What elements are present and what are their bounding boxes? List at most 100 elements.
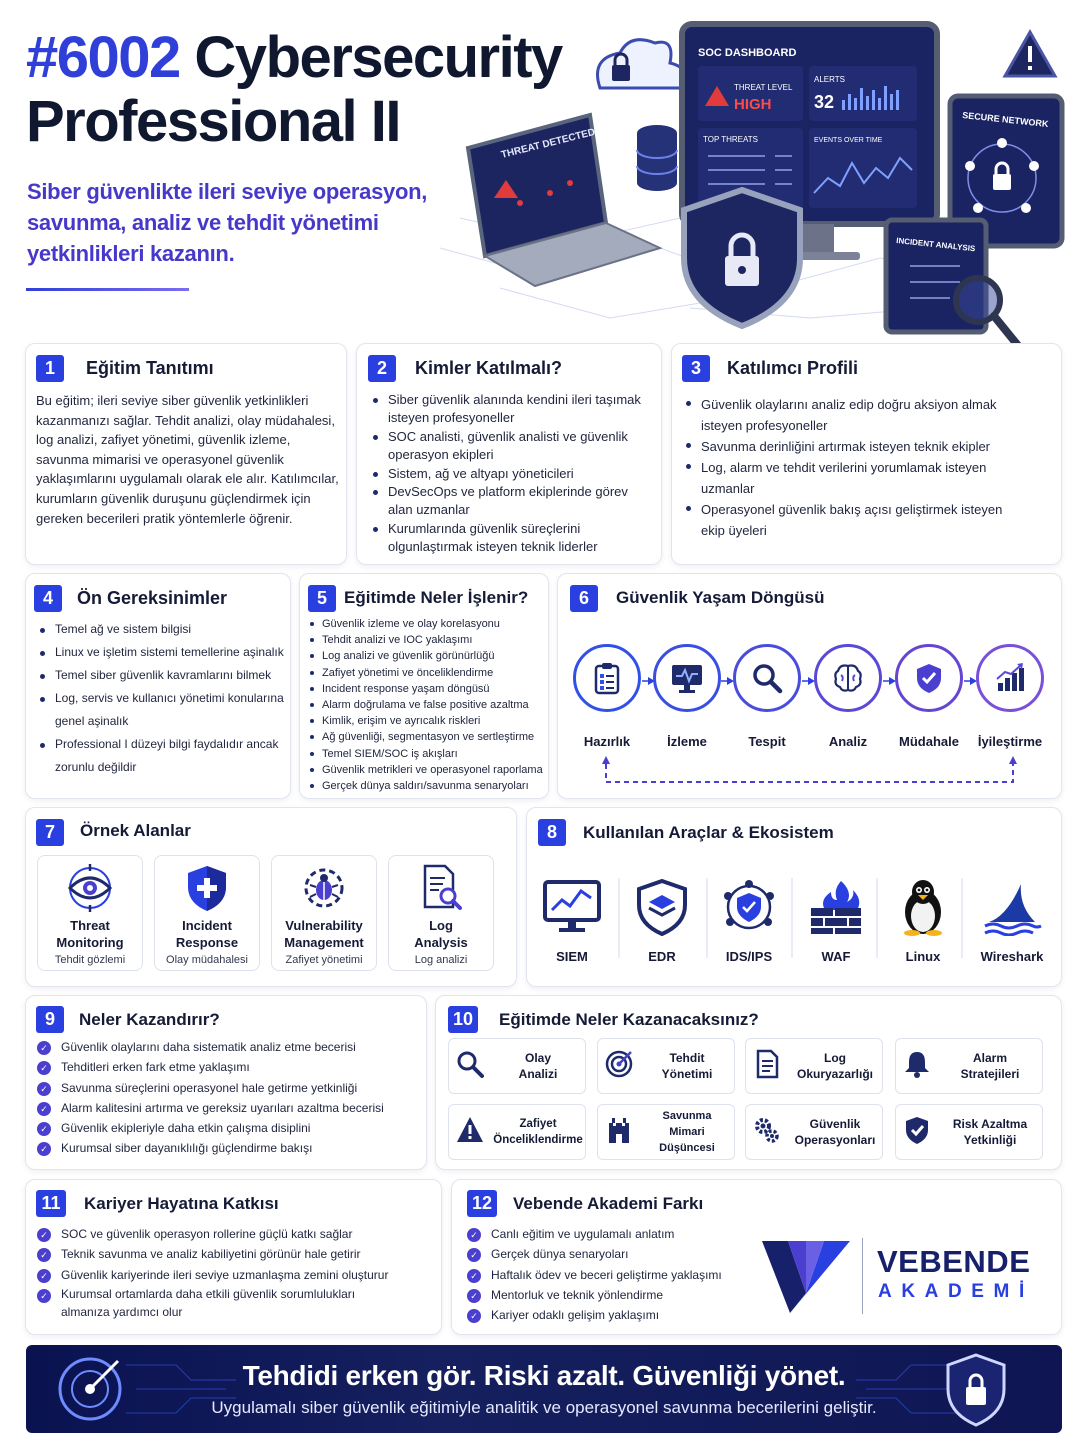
tool-label: WAF <box>821 949 851 964</box>
soc-dashboard-monitor: SOC DASHBOARD THREAT LEVEL HIGH ALERTS 3… <box>679 21 940 260</box>
gears-icon <box>755 1117 779 1143</box>
audience-list: Siber güvenlik alanında kendini ileri ta… <box>371 391 656 557</box>
banner-headline: Tehdidi erken gör. Riski azalt. Güvenliğ… <box>242 1360 846 1391</box>
tool-linux: Linux <box>884 878 962 964</box>
penguin-icon <box>904 880 942 936</box>
cloud-lock-icon <box>596 38 687 90</box>
check-icon: ✓ <box>467 1268 481 1283</box>
prerequisites-list: Temel ağ ve sistem bilgisi Linux ve işle… <box>38 618 286 779</box>
bell-icon <box>905 1051 929 1078</box>
section-title: Kullanılan Araçlar & Ekosistem <box>583 823 834 842</box>
card-kariyer-katkisi: 11 Kariyer Hayatına Katkısı ✓SOC ve güve… <box>25 1179 442 1335</box>
warning-triangle-icon <box>1002 28 1058 78</box>
tile-title-2: Response <box>175 934 239 950</box>
section-title: Neler Kazandırır? <box>79 1010 220 1029</box>
banner-subline: Uygulamalı siber güvenlik eğitimiyle ana… <box>211 1398 877 1417</box>
target-radar-icon <box>58 1357 122 1421</box>
tool-label: EDR <box>648 949 676 964</box>
shield-icon <box>906 1116 928 1144</box>
list-item: Log, alarm ve tehdit verilerini yorumlam… <box>684 457 1014 499</box>
list-item: Operasyonel güvenlik bakış açısı gelişti… <box>684 499 1014 541</box>
check-icon: ✓ <box>467 1309 481 1324</box>
banner-decoration <box>58 1353 1006 1427</box>
check-icon: ✓ <box>37 1061 51 1076</box>
tile-subtitle: Zafiyet yönetimi <box>285 954 363 966</box>
lifecycle-step-label: İzleme <box>667 734 707 749</box>
section-text: Bu eğitim; ileri seviye siber güvenlik y… <box>36 393 339 526</box>
section-number: 4 <box>34 585 62 612</box>
title-number: #6002 <box>26 25 181 90</box>
list-item: ✓Güvenlik kariyerinde ileri seviye uzman… <box>37 1265 437 1285</box>
tile-title-1: Threat <box>70 918 110 933</box>
benefits-list: ✓Güvenlik olaylarını daha sistematik ana… <box>37 1037 422 1159</box>
check-icon: ✓ <box>37 1122 51 1137</box>
section-title: Kimler Katılmalı? <box>415 358 563 378</box>
list-item: Incident response yaşam döngüsü <box>308 681 548 697</box>
card-vebende-farki: 12 Vebende Akademi Farkı ✓Canlı eğitim v… <box>451 1179 1062 1335</box>
section-title: Vebende Akademi Farkı <box>513 1194 704 1213</box>
section-number: 3 <box>682 355 710 382</box>
section-title: Eğitim Tanıtımı <box>86 358 214 378</box>
section-title: Güvenlik Yaşam Döngüsü <box>616 588 825 607</box>
check-icon: ✓ <box>37 1142 51 1157</box>
check-icon: ✓ <box>37 1288 51 1303</box>
tool-wireshark: Wireshark <box>971 878 1053 964</box>
siem-icon <box>543 880 601 932</box>
lifecycle-step-label: Müdahale <box>899 734 959 749</box>
brain-icon <box>834 664 862 692</box>
list-item: Savunma derinliğini artırmak isteyen tek… <box>684 436 1014 457</box>
tile-title-1: Incident <box>182 918 232 933</box>
castle-icon <box>609 1117 629 1143</box>
list-item: Gerçek dünya saldırı/savunma senaryoları <box>308 778 548 794</box>
list-item: Alarm doğrulama ve false positive azaltm… <box>308 697 548 713</box>
alerts-value: 32 <box>814 92 834 112</box>
check-icon: ✓ <box>37 1081 51 1096</box>
tile-subtitle: Log analizi <box>414 954 468 966</box>
list-item: ✓Kurumsal siber dayanıklılığı güçlendirm… <box>37 1138 422 1158</box>
lifecycle-step-label: Analiz <box>828 734 868 749</box>
shield-lock-icon <box>681 186 803 330</box>
tool-waf: WAF <box>797 878 875 964</box>
tile-title-1: Log <box>429 918 453 933</box>
list-item: SOC analisti, güvenlik analisti ve güven… <box>371 428 656 465</box>
growth-chart-icon <box>996 663 1024 691</box>
list-item: Kimlik, erişim ve ayrıcalık riskleri <box>308 713 548 729</box>
list-item: Güvenlik olaylarını analiz edip doğru ak… <box>684 394 1014 436</box>
tool-label: Wireshark <box>980 949 1044 964</box>
lifecycle-connectors <box>602 677 1017 783</box>
list-item: Temel SIEM/SOC iş akışları <box>308 746 548 762</box>
list-item: ✓Tehditleri erken fark etme yaklaşımı <box>37 1057 422 1077</box>
edr-icon <box>637 878 687 937</box>
eye-target-icon <box>67 864 113 912</box>
ids-icon <box>724 880 774 930</box>
list-item: Log, servis ve kullanıcı yönetimi konula… <box>38 687 286 733</box>
list-item: Ağ güvenliği, segmentasyon ve sertleştir… <box>308 729 548 745</box>
check-icon: ✓ <box>37 1228 51 1242</box>
vebende-logo-icon <box>762 1241 850 1313</box>
lifecycle-step-label: İyileştirme <box>977 734 1043 749</box>
tile-title-2: Analysis <box>414 934 468 950</box>
section-number: 11 <box>36 1190 66 1217</box>
tile-title-2: Management <box>284 934 364 950</box>
tool-label: IDS/IPS <box>725 949 773 964</box>
tool-siem: SIEM <box>533 878 611 964</box>
card-guvenlik-yasam-dongusu: 6 Güvenlik Yaşam Döngüsü Hazırlık İzleme… <box>557 573 1062 799</box>
check-icon: ✓ <box>467 1288 481 1303</box>
list-item: Zafiyet yönetimi ve önceliklendirme <box>308 665 548 681</box>
clipboard-icon <box>594 663 620 695</box>
subtitle-underline <box>26 288 189 291</box>
alerts-label: ALERTS <box>814 75 845 84</box>
tile-subtitle: Tehdit gözlemi <box>54 954 126 966</box>
section-title: Örnek Alanlar <box>80 821 191 840</box>
document-search-icon <box>423 864 462 910</box>
threat-level-value: HIGH <box>734 96 772 113</box>
lifecycle-step-label: Hazırlık <box>583 734 631 749</box>
list-item: Temel ağ ve sistem bilgisi <box>38 618 286 641</box>
list-item: ✓Savunma süreçlerini operasyonel hale ge… <box>37 1078 422 1098</box>
tile-incident-response: Incident Response Olay müdahalesi <box>154 855 260 971</box>
